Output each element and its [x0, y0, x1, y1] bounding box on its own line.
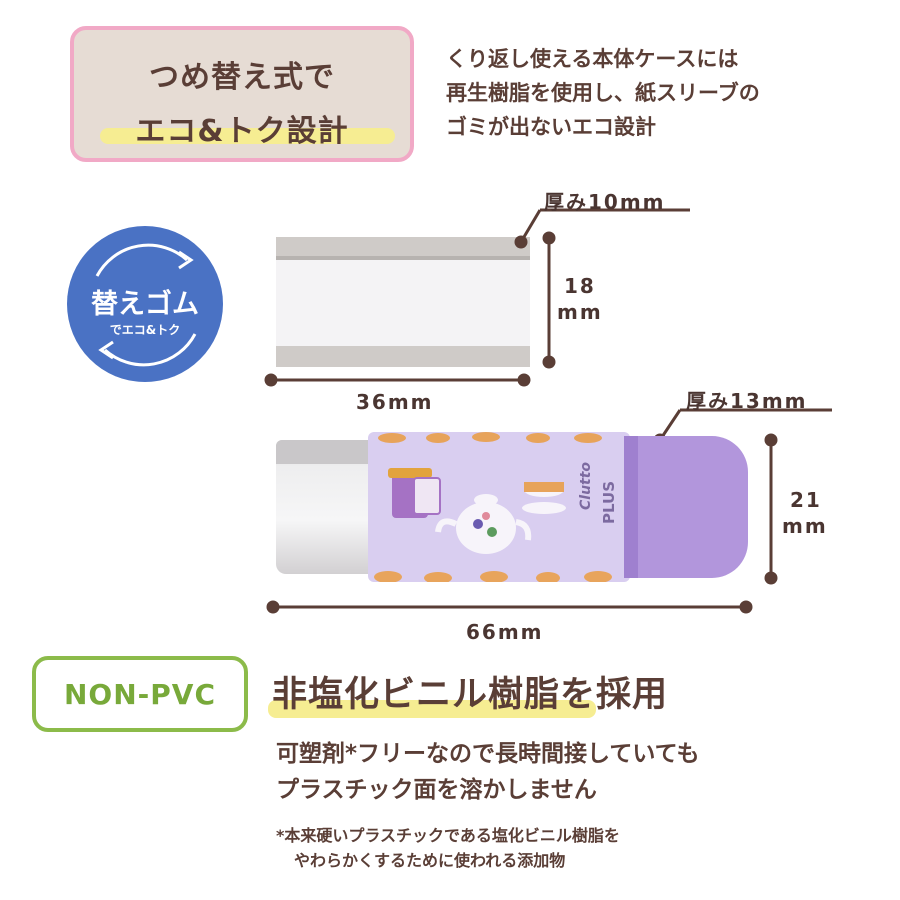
refill-height-unit: mm [557, 300, 603, 324]
cycle-arrows-icon [95, 243, 197, 367]
highlight-bar [268, 700, 596, 718]
brand-label: PLUS [600, 480, 618, 524]
nonpvc-footnote-line: やわらかくするために使われる添加物 [294, 851, 566, 870]
refill-eraser-edge [276, 256, 530, 260]
refill-eraser-face [276, 256, 530, 346]
header-description-line: 再生樹脂を使用し、紙スリーブの [446, 81, 760, 105]
eraser-cap-band [624, 436, 638, 578]
eraser-tip-top [276, 440, 376, 464]
product-width-label: 66mm [466, 620, 544, 644]
nonpvc-badge-label: NON-PVC [63, 678, 217, 711]
product-thickness-label: 厚み13mm [686, 389, 808, 413]
refill-eraser-image [276, 237, 530, 367]
nonpvc-description-line: プラスチック面を溶かしません [276, 777, 597, 803]
nonpvc-badge: NON-PVC [32, 656, 248, 732]
refill-badge-title: 替えゴム [91, 289, 199, 320]
brand-script-label: Clutto [578, 461, 594, 510]
eraser-sleeve: Clutto PLUS [368, 432, 630, 582]
nonpvc-title: 非塩化ビニル樹脂を採用 [272, 675, 669, 715]
nonpvc-footnote-line: *本来硬いプラスチックである塩化ビニル樹脂を [276, 826, 620, 845]
eco-badge-line1: つめ替え式で [149, 60, 335, 95]
sweets-pattern-icon [374, 432, 612, 582]
eraser-tip [276, 440, 376, 574]
nonpvc-footnote: *本来硬いプラスチックである塩化ビニル樹脂を やわらかくするために使われる添加物 [276, 823, 620, 873]
product-height-unit: mm [782, 514, 828, 538]
refill-badge-subtitle: でエコ&トク [109, 323, 181, 337]
header-description: くり返し使える本体ケースには 再生樹脂を使用し、紙スリーブの ゴミが出ないエコ設… [446, 42, 760, 144]
eco-badge: つめ替え式で エコ&トク設計 [70, 26, 414, 162]
header-description-line: ゴミが出ないエコ設計 [446, 115, 656, 139]
nonpvc-description: 可塑剤*フリーなので長時間接していても プラスチック面を溶かしません [276, 736, 700, 808]
nonpvc-description-line: 可塑剤*フリーなので長時間接していても [276, 741, 700, 767]
refill-width-label: 36mm [356, 390, 434, 414]
refill-thickness-label: 厚み10mm [544, 190, 666, 214]
product-height-label: 21 [790, 488, 822, 512]
header-description-line: くり返し使える本体ケースには [446, 47, 739, 71]
eraser-cap [624, 436, 748, 578]
refill-height-label: 18 [564, 274, 596, 298]
highlight-bar [100, 128, 395, 144]
refill-badge: 替えゴム でエコ&トク [67, 226, 223, 382]
eco-badge-line2: エコ&トク設計 [135, 114, 349, 149]
